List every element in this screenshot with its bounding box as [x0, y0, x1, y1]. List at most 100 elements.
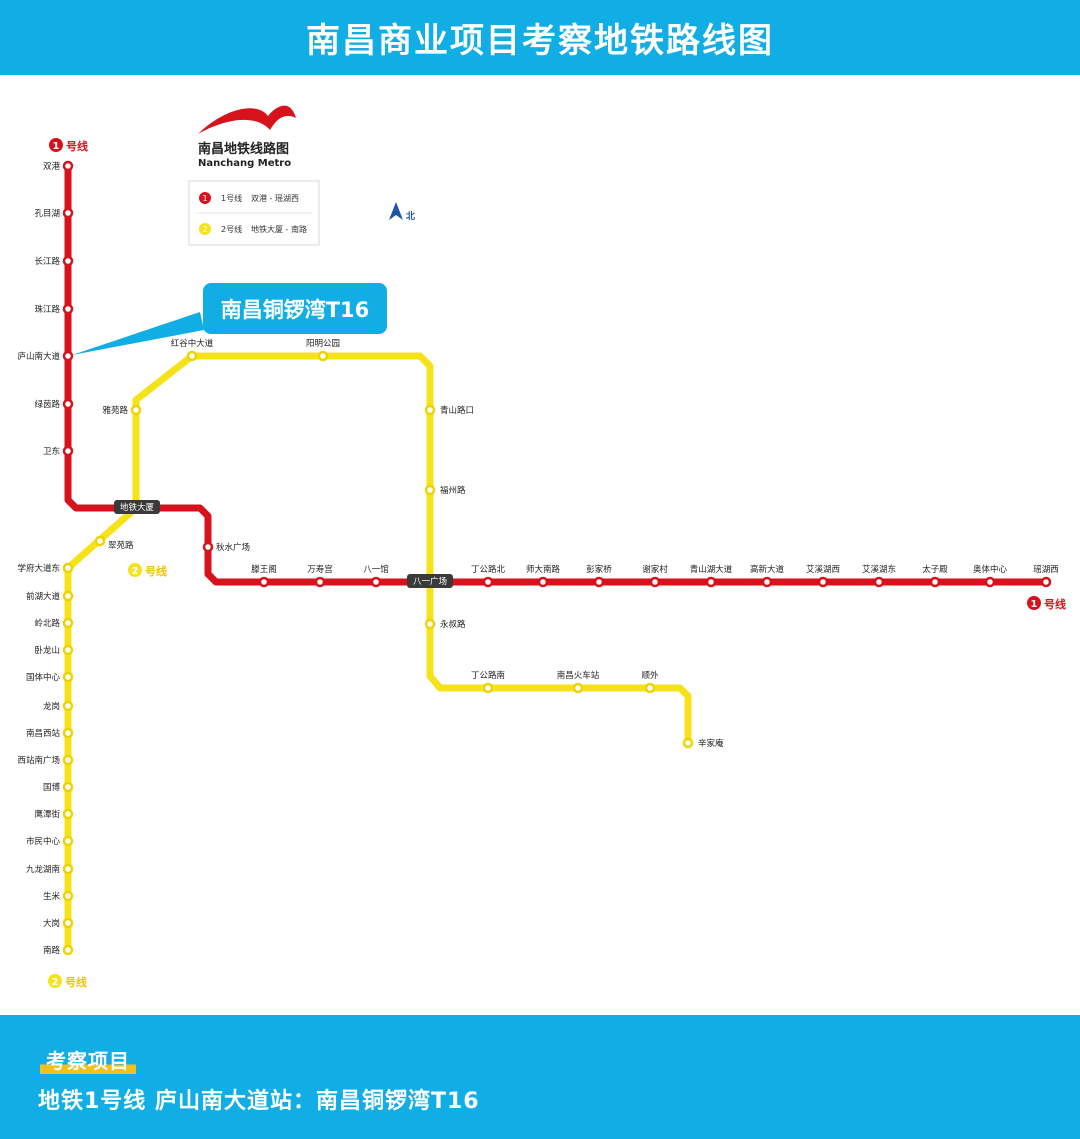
- station-label: 丁公路南: [471, 670, 505, 681]
- station-dot: [317, 350, 329, 362]
- station-dot: [62, 808, 74, 820]
- page-title: 南昌商业项目考察地铁路线图: [306, 21, 774, 61]
- station-dot: [62, 917, 74, 929]
- line2-station: 雅苑路: [102, 404, 142, 416]
- station-dot: [62, 445, 74, 457]
- line2-station: 鹰潭街: [34, 808, 74, 820]
- line2-station: 岭北路: [34, 617, 74, 629]
- line2-station: 翠苑路: [94, 535, 134, 551]
- station-label: 秋水广场: [216, 542, 250, 553]
- station-label: 福州路: [440, 485, 466, 496]
- header-banner: 南昌商业项目考察地铁路线图: [0, 0, 1080, 75]
- line1-station: 双港: [43, 160, 74, 172]
- station-label: 阳明公园: [306, 339, 340, 349]
- line1-station: 彭家桥: [586, 564, 612, 588]
- legend-route-1: 双港 - 瑶湖西: [251, 193, 299, 203]
- line2-station: 九龙湖南: [26, 863, 74, 875]
- station-dot: [62, 255, 74, 267]
- legend-route-2: 地铁大厦 - 南路: [251, 224, 307, 234]
- line1-station: 滕王阁: [251, 564, 277, 588]
- station-label: 永叔路: [440, 619, 466, 630]
- station-dot: [62, 863, 74, 875]
- line2-station: 永叔路: [424, 618, 466, 630]
- metro-map-canvas: 南昌铜锣湾T16 南昌地铁线路图 Nanchang Metro 1 1号线 双港…: [17, 105, 1066, 989]
- station-label: 孔目湖: [34, 209, 60, 219]
- line1-station: 太子殿: [922, 564, 948, 588]
- station-label: 谢家村: [642, 564, 668, 575]
- station-label: 高新大道: [750, 564, 785, 575]
- line1-station: 八一馆: [363, 564, 389, 588]
- station-label: 生米: [43, 891, 61, 902]
- station-label: 长江路: [34, 256, 60, 267]
- station-dot: [94, 535, 106, 547]
- station-label: 南昌西站: [26, 728, 61, 739]
- svg-text:号线: 号线: [1044, 597, 1066, 611]
- legend-item-line1: 1 1号线 双港 - 瑶湖西: [199, 192, 299, 204]
- legend-item-line2: 2 2号线 地铁大厦 - 南路: [199, 223, 307, 235]
- station-label: 卫东: [43, 446, 60, 457]
- station-dot: [130, 404, 142, 416]
- line1-station: 万寿宫: [307, 564, 333, 588]
- station-label: 艾溪湖东: [862, 564, 896, 575]
- interchange-station: 地铁大厦: [114, 500, 160, 514]
- station-dot: [62, 727, 74, 739]
- station-dot: [873, 576, 885, 588]
- station-label: 青山湖大道: [690, 564, 733, 575]
- line1-station: 孔目湖: [34, 207, 74, 219]
- station-label: 红谷中大道: [171, 338, 214, 349]
- station-label: 师大南路: [526, 564, 561, 575]
- line1-station: 瑶湖西: [1033, 564, 1059, 588]
- line1-station: 高新大道: [750, 564, 785, 588]
- line2-station: 前湖大道: [26, 590, 74, 602]
- nanchang-metro-logo: 南昌地铁线路图 Nanchang Metro: [198, 105, 296, 169]
- station-label: 瑶湖西: [1033, 564, 1059, 575]
- station-dot: [62, 303, 74, 315]
- station-dot: [572, 682, 584, 694]
- station-label: 九龙湖南: [26, 864, 60, 875]
- stations-layer: 双港孔目湖长江路珠江路庐山南大道绿茵路卫东秋水广场滕王阁万寿宫八一馆丁公路北师大…: [17, 160, 1059, 956]
- svg-text:号线: 号线: [65, 975, 87, 989]
- station-dot: [482, 682, 494, 694]
- line2-station: 红谷中大道: [171, 338, 214, 362]
- station-label: 顺外: [641, 670, 659, 681]
- line2-station: 南路: [43, 944, 74, 956]
- station-label: 庐山南大道: [17, 351, 60, 362]
- line2-station: 卧龙山: [34, 644, 74, 656]
- line2-station: 阳明公园: [306, 339, 340, 362]
- station-dot: [705, 576, 717, 588]
- station-label: 学府大道东: [17, 563, 60, 574]
- line2-station: 大岗: [43, 917, 74, 929]
- station-dot: [258, 576, 270, 588]
- station-dot: [62, 160, 74, 172]
- station-dot: [761, 576, 773, 588]
- station-dot: [682, 737, 694, 749]
- station-label: 国体中心: [26, 672, 61, 683]
- station-dot: [202, 541, 214, 553]
- north-label: 北: [406, 210, 415, 222]
- line1-station: 谢家村: [642, 564, 668, 588]
- station-label: 大岗: [43, 918, 60, 929]
- line2-station: 辛家庵: [682, 737, 724, 749]
- logo-name-cn: 南昌地铁线路图: [198, 141, 289, 157]
- callout-pointer: [72, 312, 204, 355]
- station-dot: [537, 576, 549, 588]
- station-dot: [817, 576, 829, 588]
- interchange-label: 地铁大厦: [120, 502, 155, 513]
- line2-station: 顺外: [641, 670, 659, 694]
- line1-station: 卫东: [43, 445, 74, 457]
- line2-station: 生米: [43, 890, 74, 902]
- station-label: 彭家桥: [586, 564, 612, 575]
- line1-station: 师大南路: [526, 564, 561, 588]
- legend-line-label-1: 1号线: [221, 193, 242, 203]
- line1-badge-top: 1 号线: [49, 138, 88, 153]
- station-dot: [424, 404, 436, 416]
- station-dot: [370, 576, 382, 588]
- station-label: 龙岗: [43, 701, 60, 712]
- svg-text:2: 2: [132, 566, 139, 577]
- svg-text:1: 1: [53, 141, 60, 152]
- station-label: 国博: [43, 782, 61, 793]
- station-label: 雅苑路: [102, 405, 128, 416]
- station-dot: [62, 890, 74, 902]
- line1-station: 庐山南大道: [17, 350, 74, 362]
- line2-station: 国体中心: [26, 671, 74, 683]
